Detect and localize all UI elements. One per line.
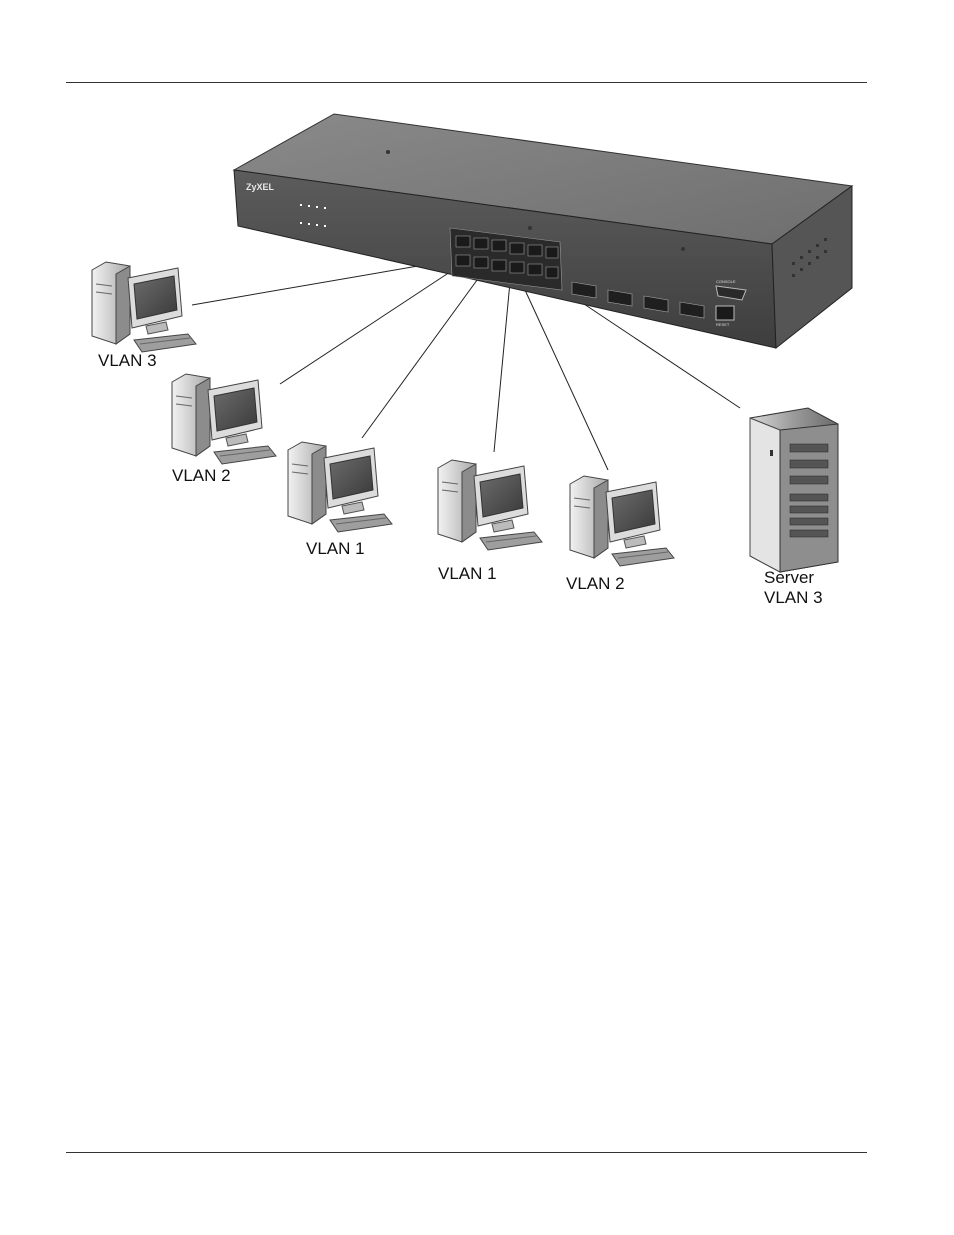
- label-pc-vlan1-left: VLAN 1: [306, 539, 365, 559]
- label-server-line2: VLAN 3: [764, 588, 823, 608]
- network-switch: ZyXEL CONSOLE RESET: [234, 114, 852, 348]
- label-pc-vlan3: VLAN 3: [98, 351, 157, 371]
- pc-client-vlan2-left: [172, 374, 276, 464]
- reset-label: RESET: [716, 322, 730, 327]
- pc-client-vlan3: [92, 262, 196, 352]
- pc-client-vlan1-left: [288, 442, 392, 532]
- reset-port: [716, 306, 734, 320]
- label-server-line1: Server: [764, 568, 823, 588]
- pc-client-vlan1-right: [438, 460, 542, 550]
- label-pc-vlan2-left: VLAN 2: [172, 466, 231, 486]
- server-tower: [750, 408, 838, 572]
- label-pc-vlan1-right: VLAN 1: [438, 564, 497, 584]
- switch-brand: ZyXEL: [246, 182, 275, 192]
- console-label: CONSOLE: [716, 279, 736, 284]
- label-server: Server VLAN 3: [764, 568, 823, 608]
- label-pc-vlan2-right: VLAN 2: [566, 574, 625, 594]
- pc-client-vlan2-right: [570, 476, 674, 566]
